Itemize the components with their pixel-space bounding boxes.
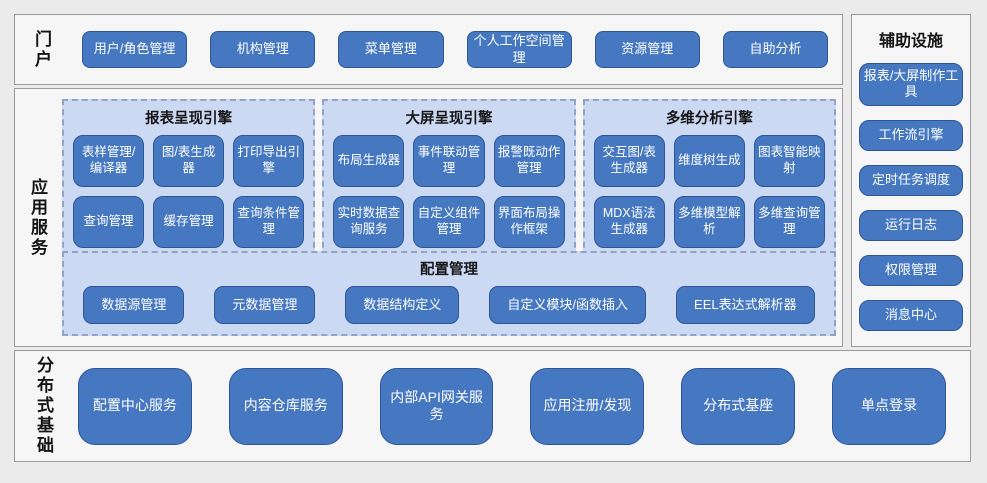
olap-engine-panel: 多维分析引擎 交互图/表生成器维度树生成图表智能映射 MDX语法生成器多维模型解析…: [582, 99, 836, 258]
olap-engine-node: 多维模型解析: [673, 196, 745, 248]
bigscreen-engine-node: 自定义组件管理: [413, 196, 485, 248]
app-services-content: 报表呈现引擎 表样管理/编译器图/表生成器打印导出引擎查询管理缓存管理查询条件管…: [62, 99, 836, 336]
auxiliary-node: 权限管理: [859, 254, 963, 286]
app-services-section: 应用服务 报表呈现引擎 表样管理/编译器图/表生成器打印导出引擎查询管理缓存管理…: [14, 88, 843, 347]
bigscreen-engine-node: 实时数据查询服务: [333, 196, 405, 248]
portal-node: 用户/角色管理: [82, 31, 188, 68]
engine-panels-row: 报表呈现引擎 表样管理/编译器图/表生成器打印导出引擎查询管理缓存管理查询条件管…: [62, 99, 836, 258]
portal-node: 个人工作空间管理: [466, 31, 572, 68]
config-management-title: 配置管理: [420, 262, 478, 278]
portal-node: 机构管理: [210, 31, 316, 68]
bigscreen-engine-node: 布局生成器: [333, 135, 405, 187]
config-management-panel: 配置管理 数据源管理元数据管理数据结构定义自定义模块/函数插入 EEL表达式解析器: [62, 251, 836, 336]
auxiliary-node: 运行日志: [859, 209, 963, 241]
olap-engine-node: 多维查询管理: [753, 196, 825, 248]
bigscreen-engine-node: 界面布局操作框架: [493, 196, 565, 248]
distributed-node: 内部API网关服务: [379, 367, 494, 445]
report-engine-node: 缓存管理: [153, 196, 225, 248]
config-node: 自定义模块/函数插入: [489, 286, 647, 324]
report-engine-node: 表样管理/编译器: [73, 135, 145, 187]
distributed-node: 分布式基座: [681, 367, 796, 445]
portal-node: 菜单管理: [338, 31, 444, 68]
portal-node-row: 用户/角色管理机构管理菜单管理个人工作空间管理资源管理自助分析: [82, 31, 829, 68]
auxiliary-section: 辅助设施 报表/大屏制作工具工作流引擎定时任务调度运行日志权限管理消息中心: [851, 14, 971, 347]
distributed-node-row: 配置中心服务内容仓库服务内部API网关服务应用注册/发现分布式基座单点登录: [78, 367, 946, 445]
report-engine-node: 查询管理: [73, 196, 145, 248]
report-engine-node: 查询条件管理: [233, 196, 305, 248]
olap-engine-grid: 交互图/表生成器维度树生成图表智能映射 MDX语法生成器多维模型解析多维查询管理: [593, 135, 825, 248]
olap-engine-node: MDX语法生成器: [593, 196, 665, 248]
olap-engine-title: 多维分析引擎: [665, 111, 753, 127]
config-node: EEL表达式解析器: [676, 286, 815, 324]
olap-engine-node: 交互图/表生成器: [593, 135, 665, 187]
report-engine-node: 图/表生成器: [153, 135, 225, 187]
bigscreen-engine-grid: 布局生成器事件联动管理报警既动作管理实时数据查询服务自定义组件管理界面布局操作框…: [333, 135, 565, 248]
portal-section-label: 门户: [32, 29, 51, 70]
auxiliary-node: 定时任务调度: [859, 164, 963, 196]
distributed-foundation-section: 分布式基础 配置中心服务内容仓库服务内部API网关服务应用注册/发现分布式基座单…: [14, 350, 971, 462]
auxiliary-node-column: 报表/大屏制作工具工作流引擎定时任务调度运行日志权限管理消息中心: [859, 63, 963, 345]
config-node: 数据源管理: [83, 286, 185, 324]
distributed-node: 内容仓库服务: [228, 367, 343, 445]
olap-engine-node: 图表智能映射: [753, 135, 825, 187]
report-engine-panel: 报表呈现引擎 表样管理/编译器图/表生成器打印导出引擎查询管理缓存管理查询条件管…: [62, 99, 316, 258]
report-engine-title: 报表呈现引擎: [145, 111, 233, 127]
portal-section: 门户 用户/角色管理机构管理菜单管理个人工作空间管理资源管理自助分析: [14, 14, 843, 85]
auxiliary-node: 消息中心: [859, 299, 963, 331]
config-node: 元数据管理: [214, 286, 316, 324]
distributed-node: 配置中心服务: [78, 367, 192, 445]
report-engine-node: 打印导出引擎: [233, 135, 305, 187]
olap-engine-node: 维度树生成: [673, 135, 745, 187]
bigscreen-engine-node: 事件联动管理: [413, 135, 485, 187]
distributed-foundation-label: 分布式基础: [34, 356, 53, 456]
config-node: 数据结构定义: [345, 286, 460, 324]
report-engine-grid: 表样管理/编译器图/表生成器打印导出引擎查询管理缓存管理查询条件管理: [73, 135, 305, 248]
distributed-node: 应用注册/发现: [530, 367, 645, 445]
auxiliary-node: 工作流引擎: [859, 119, 963, 151]
app-services-section-label: 应用服务: [28, 177, 47, 258]
distributed-node: 单点登录: [832, 367, 946, 445]
auxiliary-section-title: 辅助设施: [878, 33, 943, 50]
auxiliary-node: 报表/大屏制作工具: [859, 63, 963, 106]
config-node-row: 数据源管理元数据管理数据结构定义自定义模块/函数插入 EEL表达式解析器: [74, 286, 824, 324]
bigscreen-engine-node: 报警既动作管理: [493, 135, 565, 187]
portal-node: 资源管理: [594, 31, 700, 68]
portal-node: 自助分析: [722, 31, 829, 68]
bigscreen-engine-panel: 大屏呈现引擎 布局生成器事件联动管理报警既动作管理实时数据查询服务自定义组件管理…: [322, 99, 576, 258]
bigscreen-engine-title: 大屏呈现引擎: [405, 111, 493, 127]
